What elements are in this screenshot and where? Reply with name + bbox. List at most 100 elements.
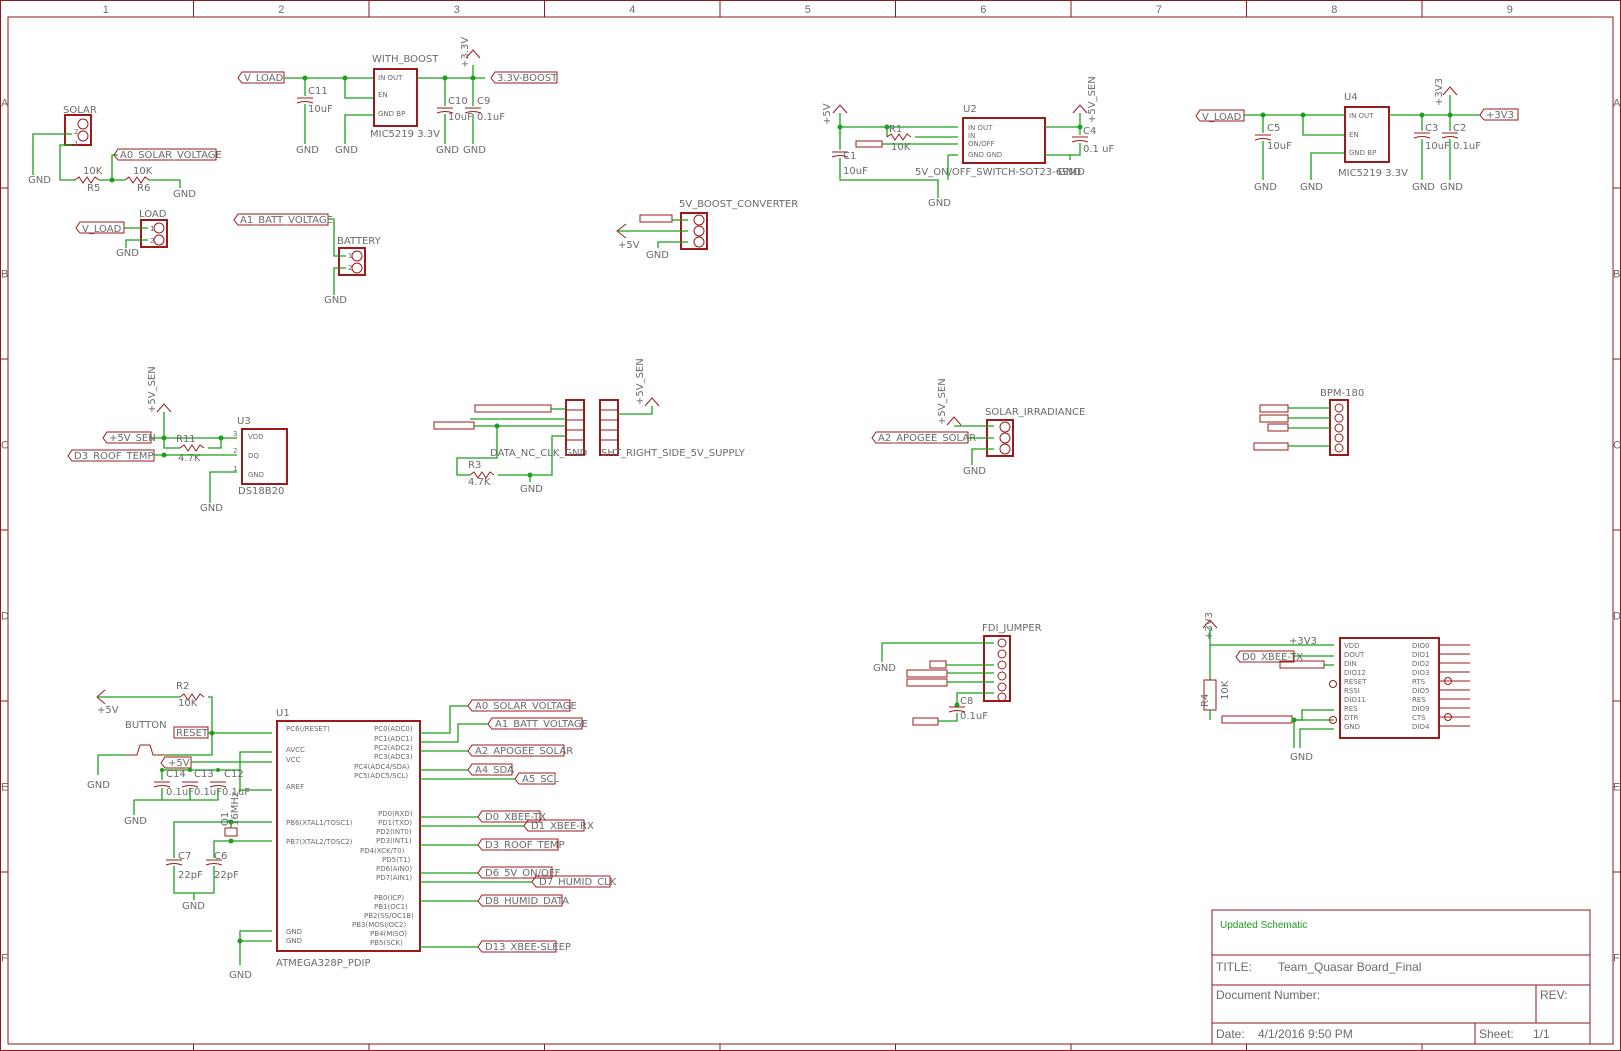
gnd-label: GND — [28, 175, 51, 186]
load-connector-block: LOAD 12 V_LOAD GND — [75, 209, 168, 259]
net-a0: A0_SOLAR_VOLTAGE — [120, 150, 222, 161]
svg-text:GND: GND — [296, 145, 319, 156]
svg-text:GND: GND — [1254, 182, 1277, 193]
svg-text:GND: GND — [248, 471, 264, 479]
svg-text:RTS: RTS — [1412, 678, 1426, 686]
svg-text:DIO3: DIO3 — [1412, 669, 1429, 677]
svg-text:GND: GND — [324, 295, 347, 306]
frame-row-label: F — [1613, 953, 1620, 965]
svg-text:D0_XBEE-TX: D0_XBEE-TX — [1242, 652, 1303, 663]
frame-column-label: 2 — [278, 4, 284, 16]
svg-text:D3_ROOF_TEMP: D3_ROOF_TEMP — [74, 451, 154, 462]
svg-text:C9: C9 — [477, 96, 490, 107]
frame-column-label: 7 — [1156, 4, 1162, 16]
svg-text:+5V_SEN: +5V_SEN — [147, 366, 158, 413]
svg-text:R5: R5 — [87, 183, 100, 194]
svg-text:RES: RES — [1344, 705, 1358, 713]
svg-text:MIC5219 3.3V: MIC5219 3.3V — [370, 129, 440, 140]
svg-text:+5V: +5V — [168, 758, 190, 769]
svg-text:EN: EN — [378, 91, 388, 99]
svg-text:GND: GND — [1058, 167, 1081, 178]
svg-text:R4: R4 — [1200, 694, 1211, 707]
svg-text:+5V: +5V — [97, 705, 119, 716]
svg-text:PC6(/RESET): PC6(/RESET) — [286, 725, 330, 733]
atmega-block: +5V R2 10K RESET BUTTON GND +5V C14 0.1u… — [87, 681, 617, 981]
svg-text:PB5(SCK): PB5(SCK) — [370, 939, 403, 947]
svg-text:DIO12: DIO12 — [1344, 669, 1366, 677]
svg-text:PC3(ADC3): PC3(ADC3) — [374, 753, 413, 761]
svg-text:GND: GND — [963, 466, 986, 477]
svg-text:PC5(ADC5/SCL): PC5(ADC5/SCL) — [354, 772, 408, 780]
svg-text:BPM-180: BPM-180 — [1320, 388, 1364, 399]
svg-text:+3V3: +3V3 — [1204, 612, 1215, 640]
frame-row-label: A — [1613, 98, 1621, 110]
svg-text:VCC: VCC — [286, 756, 301, 764]
with-boost-regulator: V_LOAD C11 10uF GND GND WITH_BOOST IN OU… — [237, 37, 558, 156]
svg-text:VDD: VDD — [1344, 642, 1360, 650]
svg-text:D8_HUMID_DATA: D8_HUMID_DATA — [485, 896, 569, 907]
svg-text:3.3V-BOOST: 3.3V-BOOST — [497, 73, 558, 84]
svg-text:R3: R3 — [468, 460, 481, 471]
svg-text:DIO9: DIO9 — [1412, 705, 1429, 713]
svg-text:PD3(INT1): PD3(INT1) — [376, 837, 412, 845]
svg-text:C12: C12 — [224, 769, 244, 780]
svg-text:R11: R11 — [176, 434, 196, 445]
svg-text:GND: GND — [1412, 182, 1435, 193]
svg-text:D1_XBEE-RX: D1_XBEE-RX — [531, 821, 594, 832]
svg-text:SHT_RIGHT_SIDE_5V_SUPPLY: SHT_RIGHT_SIDE_5V_SUPPLY — [601, 448, 746, 459]
svg-text:GND: GND — [1344, 723, 1360, 731]
svg-text:AREF: AREF — [286, 783, 304, 791]
svg-text:GND: GND — [286, 928, 302, 936]
svg-text:2: 2 — [150, 237, 154, 245]
svg-text:AVCC: AVCC — [286, 746, 305, 754]
svg-text:PC0(ADC0): PC0(ADC0) — [374, 725, 413, 733]
svg-text:DIO1: DIO1 — [1412, 651, 1429, 659]
svg-text:22pF: 22pF — [178, 870, 203, 881]
svg-text:EN: EN — [1349, 131, 1359, 139]
svg-text:V_LOAD: V_LOAD — [244, 73, 284, 84]
svg-text:GND: GND — [1300, 182, 1323, 193]
svg-text:PB0(ICP): PB0(ICP) — [374, 894, 404, 902]
svg-text:4.7K: 4.7K — [468, 477, 491, 488]
svg-text:0.1uF: 0.1uF — [477, 112, 505, 123]
solar-connector-block: SOLAR 21 GND 10K R5 A0_SOLAR_VOLTAGE 10K… — [28, 105, 222, 200]
svg-text:1: 1 — [348, 252, 352, 260]
svg-text:PD1(TXD): PD1(TXD) — [378, 819, 412, 827]
svg-text:RSSI: RSSI — [1344, 687, 1360, 695]
svg-text:V_LOAD: V_LOAD — [1202, 112, 1242, 123]
frame-row-label: D — [1613, 611, 1621, 623]
frame-row-label: F — [1, 953, 8, 965]
svg-text:PD2(INT0): PD2(INT0) — [376, 828, 412, 836]
svg-text:BUTTON: BUTTON — [125, 720, 167, 731]
svg-text:+5V: +5V — [822, 103, 833, 125]
svg-text:PD6(AIN0): PD6(AIN0) — [376, 865, 412, 873]
svg-text:1: 1 — [74, 140, 78, 148]
svg-text:1: 1 — [150, 225, 154, 233]
svg-text:DIO5: DIO5 — [1412, 687, 1429, 695]
svg-text:FDI_JUMPER: FDI_JUMPER — [982, 623, 1042, 634]
svg-text:D3_ROOF_TEMP: D3_ROOF_TEMP — [485, 840, 565, 851]
svg-text:+5V: +5V — [618, 240, 640, 251]
svg-text:16MHz: 16MHz — [230, 792, 241, 826]
title-note: Updated Schematic — [1220, 920, 1307, 931]
svg-text:+3V3: +3V3 — [1486, 110, 1514, 121]
svg-text:DIN: DIN — [1344, 660, 1357, 668]
svg-text:0.1uF: 0.1uF — [194, 787, 222, 798]
svg-text:+5V_SEN: +5V_SEN — [1087, 76, 1098, 123]
svg-text:VDD: VDD — [248, 433, 264, 441]
boost-converter-block: 5V_BOOST_CONVERTER +5V GND — [616, 199, 798, 261]
frame-column-label: 1 — [103, 4, 109, 16]
svg-text:D6_5V_ON/OFF: D6_5V_ON/OFF — [485, 868, 561, 879]
svg-text:10K: 10K — [178, 698, 198, 709]
svg-text:+3V3: +3V3 — [1289, 636, 1317, 647]
svg-text:RESET: RESET — [176, 728, 209, 739]
svg-text:+5V_SEN: +5V_SEN — [109, 433, 156, 444]
solar-label: SOLAR — [63, 105, 97, 116]
svg-text:GND: GND — [87, 780, 110, 791]
svg-text:GND: GND — [200, 503, 223, 514]
svg-text:GND: GND — [229, 970, 252, 981]
svg-text:GND: GND — [182, 901, 205, 912]
frame-row-label: B — [1613, 269, 1620, 281]
svg-text:C13: C13 — [194, 769, 214, 780]
frame-column-label: 3 — [454, 4, 460, 16]
